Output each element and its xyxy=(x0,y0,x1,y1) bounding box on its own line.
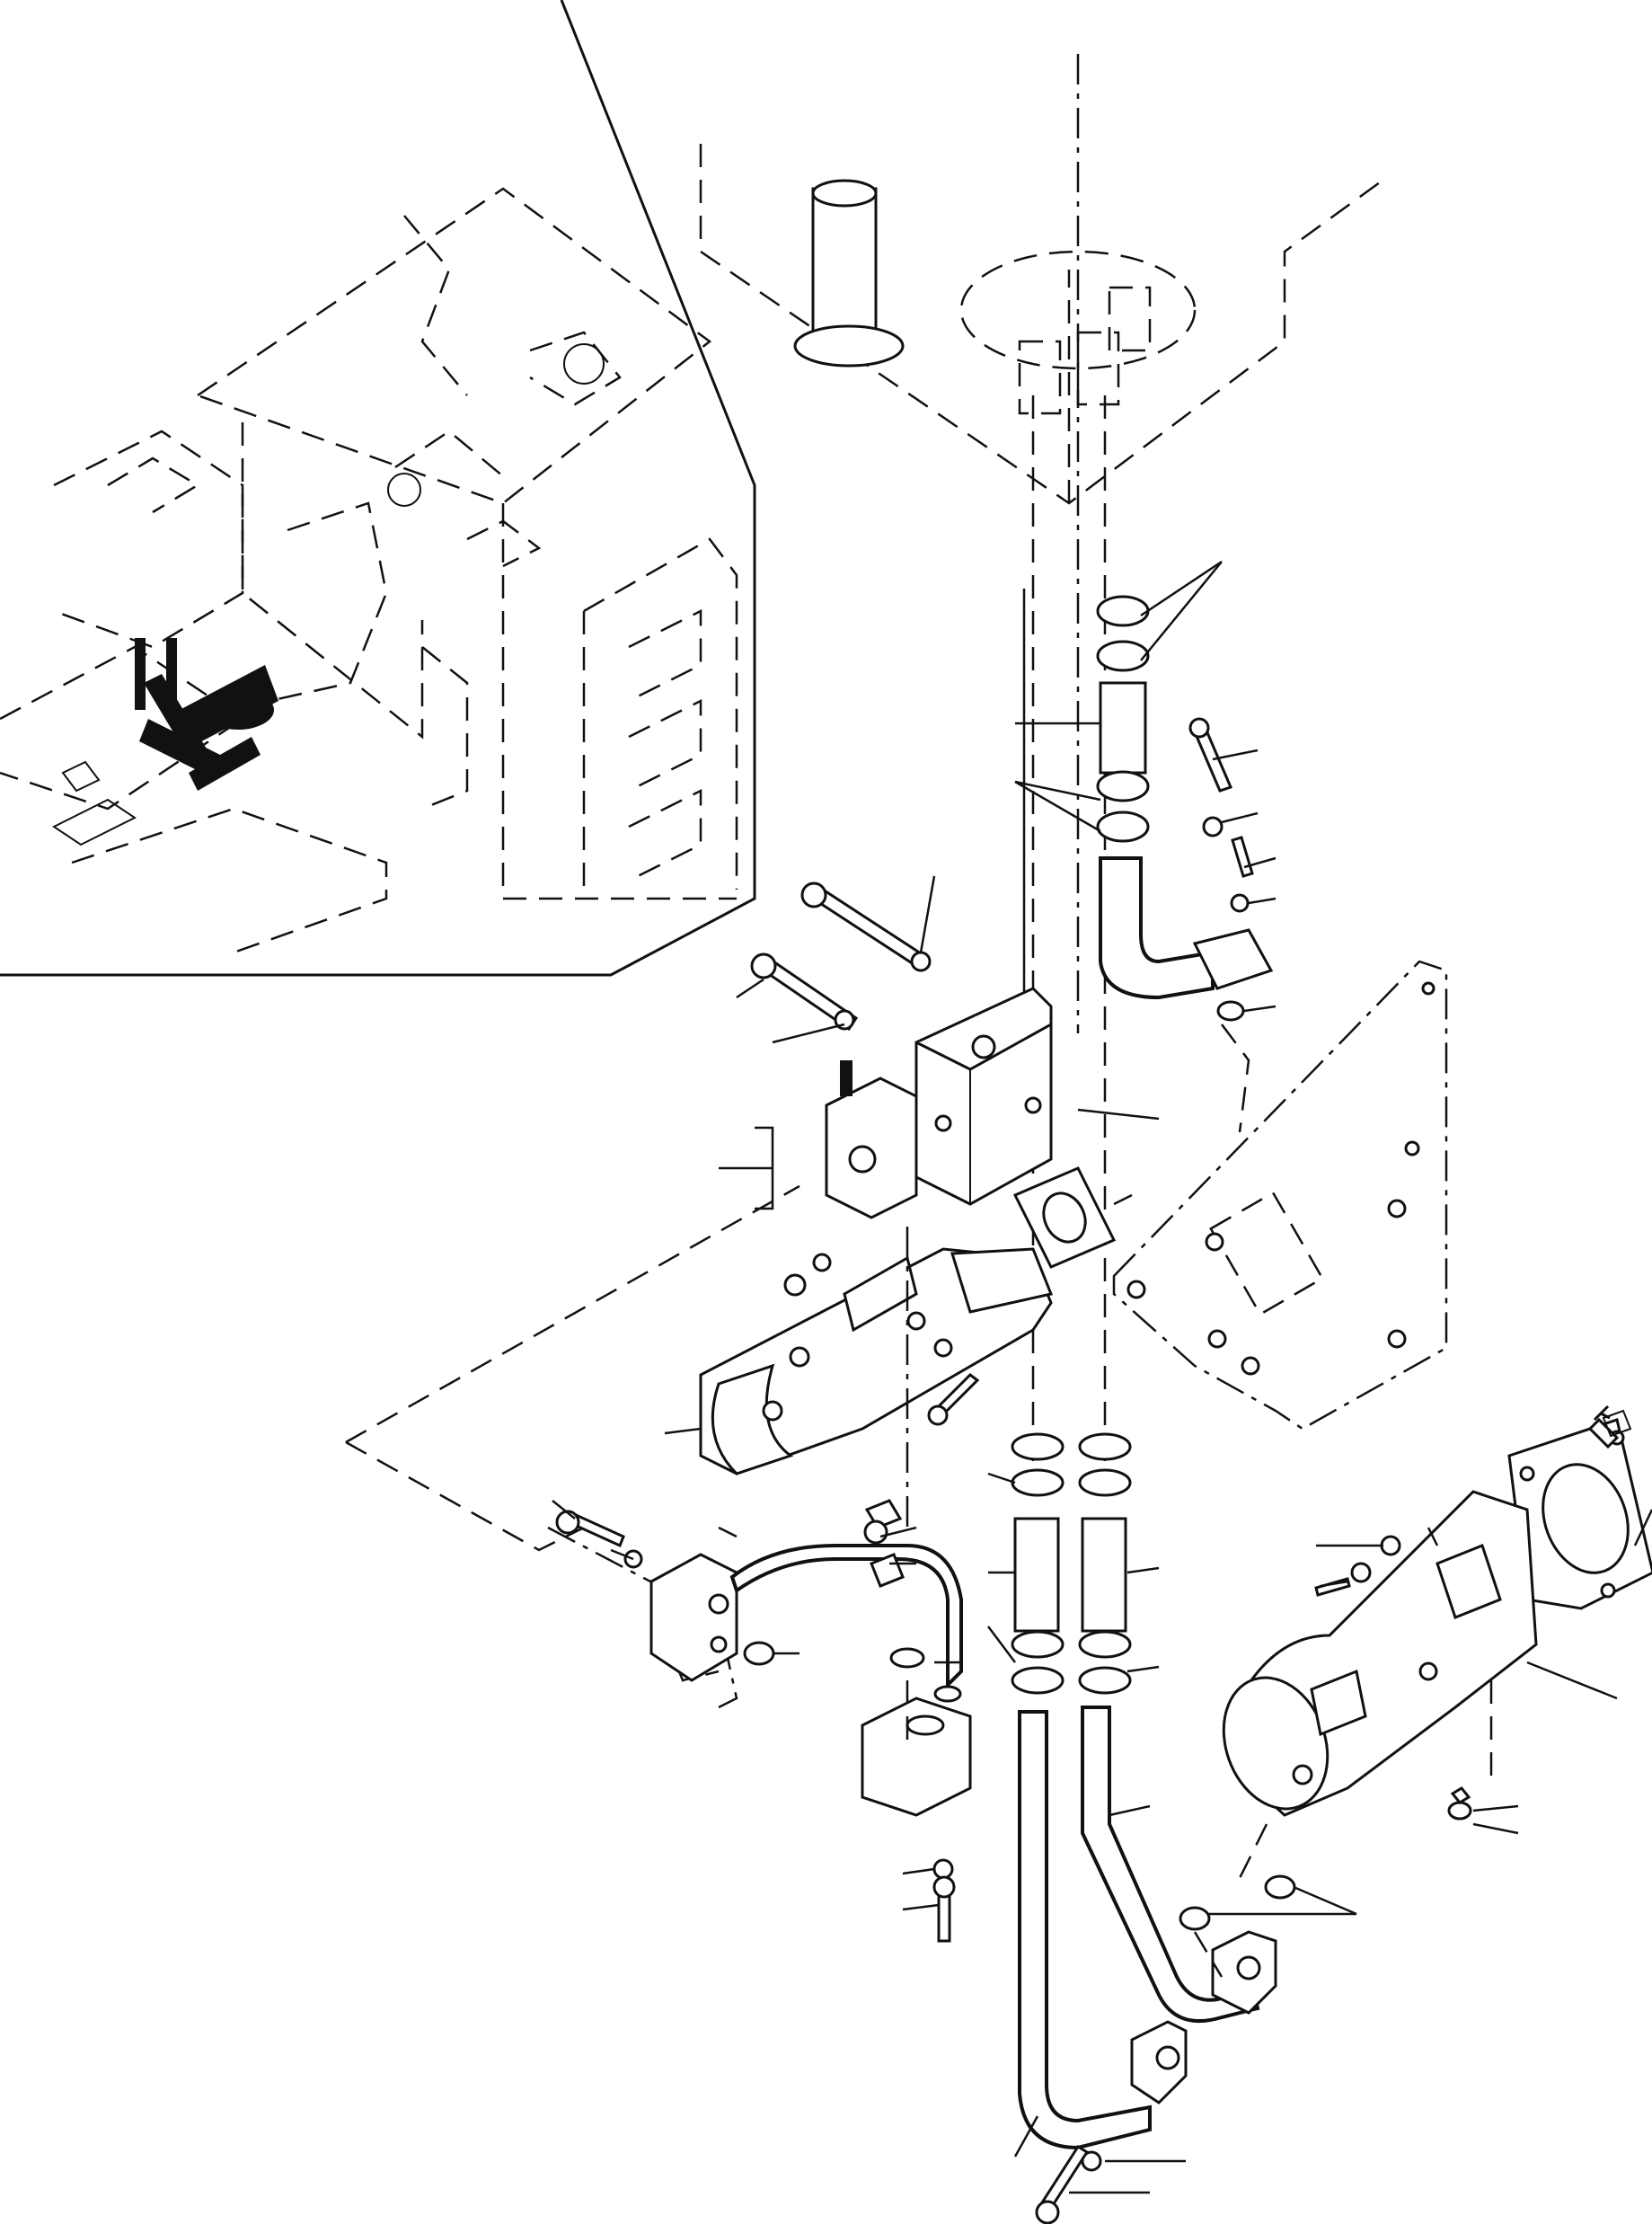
steering-pump xyxy=(1222,1404,1652,1835)
o-ring-3 xyxy=(889,1647,925,1669)
fitting-elbow xyxy=(1587,1417,1620,1449)
location-inset xyxy=(0,0,756,977)
pump-mounting-plate xyxy=(1112,960,1448,1431)
suction-flange xyxy=(1192,928,1274,990)
main-tandem-pump xyxy=(345,875,1160,1552)
capscrew-2 xyxy=(1231,836,1254,878)
tank-standpipe xyxy=(793,179,905,368)
hose-clamp-3 xyxy=(1096,770,1150,802)
fitting-nut-2 xyxy=(812,1253,832,1272)
manifold-block-1 xyxy=(649,1553,738,1682)
inset-border xyxy=(0,0,756,977)
control-valve-body xyxy=(914,987,1053,1206)
upper-suction-hose-assembly xyxy=(1014,560,1277,1133)
washer-2 xyxy=(910,951,932,972)
steering-capscrew-1 xyxy=(1380,1535,1401,1556)
o-ring-1 xyxy=(1216,1000,1245,1022)
suction-elbow-tube xyxy=(1099,856,1215,1000)
o-ring-4 xyxy=(1179,1906,1211,1931)
steering-washer xyxy=(1447,1801,1472,1821)
fitting-nut-1 xyxy=(783,1273,807,1297)
long-capscrew-1 xyxy=(810,885,926,969)
hose-2 xyxy=(1013,1517,1060,1633)
pressure-tube xyxy=(729,1544,963,1689)
relief-valve-cartridge xyxy=(825,1077,918,1219)
hose-clamp-4 xyxy=(1096,811,1150,843)
pressure-manifold-group xyxy=(547,1499,972,1943)
manifold-block-2 xyxy=(861,1697,972,1817)
o-ring-2 xyxy=(743,1641,775,1666)
inset-pump-highlight xyxy=(135,638,278,791)
lower-suction-hoses xyxy=(987,1432,1357,2224)
hose-clamp-1 xyxy=(1096,595,1150,627)
hose-1 xyxy=(1099,681,1147,775)
suction-tube-right xyxy=(1081,1706,1260,2024)
washer-1 xyxy=(1202,816,1224,837)
hose-clamp-2 xyxy=(1096,640,1150,672)
washer-4 xyxy=(932,1858,954,1880)
suction-tube-left xyxy=(1018,1710,1152,2150)
steering-mount-bolt xyxy=(1450,1786,1471,1804)
steering-capscrew-2 xyxy=(1350,1562,1372,1583)
hose-3 xyxy=(1081,1517,1127,1633)
o-ring-5 xyxy=(1264,1874,1296,1900)
lockwasher-1 xyxy=(1230,893,1250,913)
